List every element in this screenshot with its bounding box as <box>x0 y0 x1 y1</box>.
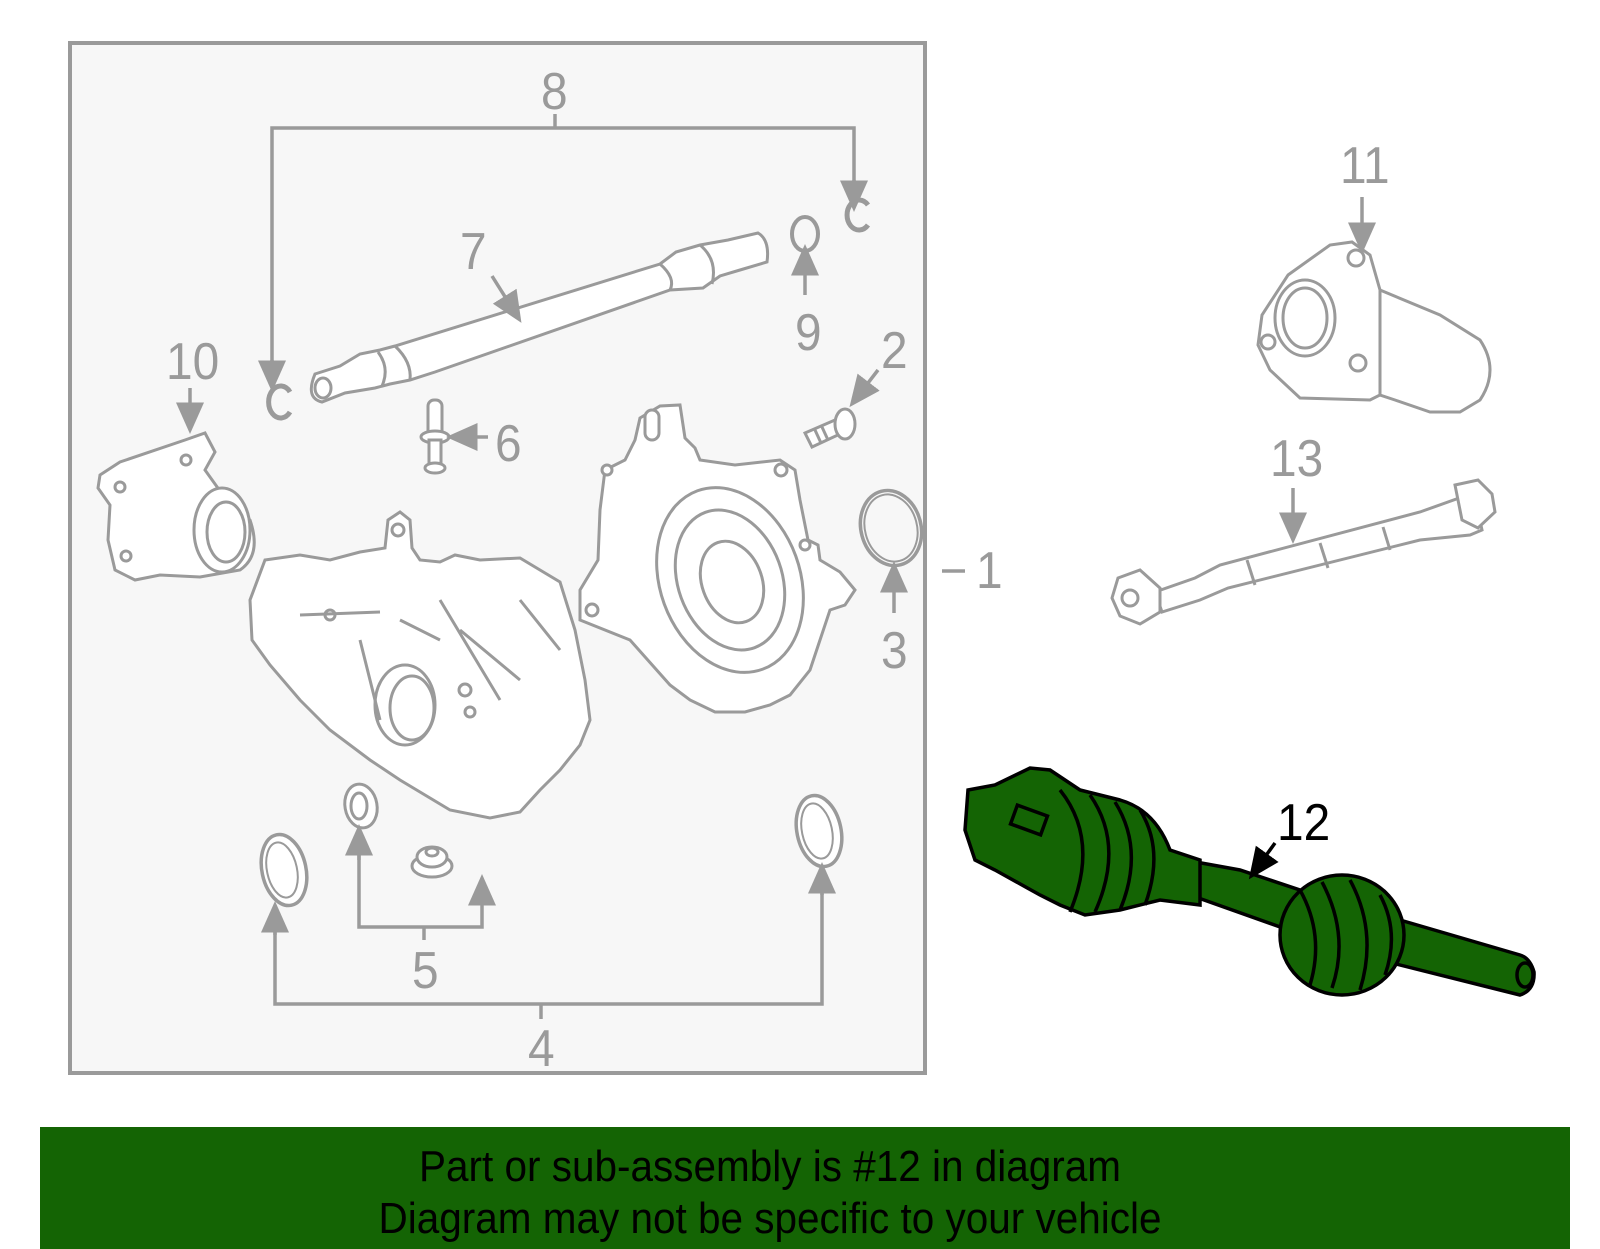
bracket-8-lines <box>258 114 868 392</box>
bracket-5-lines <box>345 824 496 940</box>
leader-7 <box>490 275 522 323</box>
banner-part-notice: Part or sub-assembly is #12 in diagram <box>419 1142 1121 1191</box>
callout-11: 11 <box>1340 137 1390 195</box>
callout-6: 6 <box>495 415 522 473</box>
callout-8: 8 <box>541 63 568 121</box>
flange-part-10 <box>96 431 256 582</box>
cv-axle-part-12 <box>963 766 1536 997</box>
transfer-case-cover <box>578 403 857 714</box>
callout-2: 2 <box>881 322 908 380</box>
snap-ring-8-left <box>266 383 293 421</box>
stud-part-6 <box>419 398 451 475</box>
snap-ring-8-right <box>844 197 871 233</box>
callout-4: 4 <box>528 1020 555 1078</box>
bolt-part-2 <box>802 407 857 449</box>
callout-12: 12 <box>1277 794 1331 852</box>
callout-5: 5 <box>412 942 439 1000</box>
leader-12 <box>1248 841 1279 880</box>
callout-1: 1 <box>976 542 1003 600</box>
callout-3: 3 <box>881 622 908 680</box>
callout-13: 13 <box>1270 430 1324 488</box>
callout-9: 9 <box>795 304 822 362</box>
parts-diagram: 8 7 9 2 10 6 1 3 5 4 11 13 12 <box>68 41 1536 1078</box>
info-banner: Part or sub-assembly is #12 in diagram D… <box>40 1127 1570 1249</box>
plug-part-5-right <box>410 845 454 879</box>
leader-2 <box>849 368 880 408</box>
driveshaft-part-13 <box>1110 478 1497 626</box>
callout-10: 10 <box>166 333 220 391</box>
callout-7: 7 <box>460 223 487 281</box>
banner-disclaimer: Diagram may not be specific to your vehi… <box>378 1194 1162 1243</box>
actuator-part-11 <box>1256 240 1492 414</box>
transfer-case-housing <box>248 510 592 820</box>
seal-part-4-left <box>259 832 309 908</box>
bracket-4-lines <box>261 862 836 1019</box>
shaft-part-7 <box>309 231 770 404</box>
